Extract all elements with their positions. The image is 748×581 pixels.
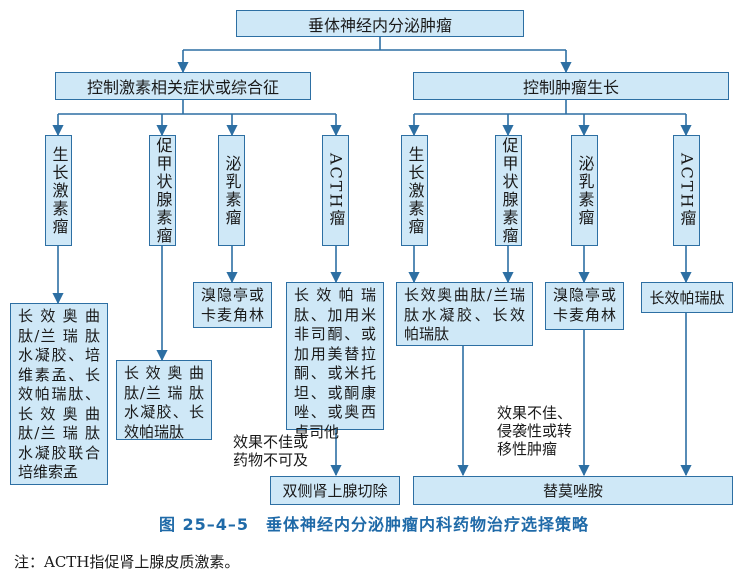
treatment-line: 肽水凝胶、长效 — [404, 305, 525, 324]
left-tumor-acth: ACTH瘤 — [322, 135, 349, 246]
treatment-line: 唑、或奥西 — [294, 403, 376, 421]
treatment-line: 溴隐亭或 — [553, 286, 616, 304]
outcome-temozolomide-label: 替莫唑胺 — [542, 482, 603, 500]
left-tumor-prl-label: 泌乳素瘤 — [222, 154, 242, 227]
condition-line: 移性肿瘤 — [497, 440, 558, 458]
treatment-right-gh-pth: 长效奥曲肽/兰瑞 肽水凝胶、长效 帕瑞肽 — [396, 282, 533, 346]
condition-left-label: 效果不佳或 药物不可及 — [233, 433, 333, 469]
treatment-right-acth-label: 长效帕瑞肽 — [649, 289, 725, 307]
treatment-line: 肽/兰 瑞 肽 — [18, 424, 100, 442]
treatment-line: 长 效 奥 曲 — [124, 364, 204, 382]
left-tumor-acth-label: ACTH瘤 — [326, 153, 346, 228]
condition-line: 效果不佳、 — [497, 404, 573, 422]
treatment-line: 水凝胶、长 — [124, 403, 204, 421]
root-label: 垂体神经内分泌肿瘤 — [307, 15, 452, 35]
left-tumor-gh: 生长激素瘤 — [45, 135, 72, 246]
condition-line: 效果不佳或 — [233, 433, 309, 451]
treatment-line: 长 效 奥 曲 — [18, 404, 100, 423]
treatment-line: 维素孟、长 — [18, 365, 100, 384]
right-tumor-prl-label: 泌乳素瘤 — [575, 154, 595, 227]
condition-line: 药物不可及 — [233, 451, 309, 469]
treatment-left-acth: 长 效 帕 瑞 肽、加用米 非司酮、或 加用美替拉 酮、或米托 坦、或酮康 唑、… — [286, 282, 384, 441]
treatment-right-prl: 溴隐亭或 卡麦角林 — [545, 282, 624, 330]
branch-symptom-control-label: 控制激素相关症状或综合征 — [86, 78, 279, 97]
left-tumor-pth: 促甲状腺素瘤 — [149, 135, 176, 246]
treatment-line: 长 效 奥 曲 — [18, 307, 100, 325]
treatment-line: 溴隐亭或 — [201, 286, 264, 304]
treatment-line: 非司酮、或 — [294, 325, 376, 343]
treatment-line: 肽/兰 瑞 肽 — [124, 383, 204, 402]
right-tumor-pth-label: 促甲状腺素瘤 — [499, 136, 519, 245]
right-tumor-acth-label: ACTH瘤 — [677, 153, 697, 228]
right-tumor-prl: 泌乳素瘤 — [571, 135, 598, 246]
footnote: 注：ACTH指促肾上腺皮质激素。 — [14, 553, 240, 571]
condition-line: 侵袭性或转 — [497, 422, 573, 440]
treatment-line: 加用美替拉 — [294, 344, 376, 363]
treatment-line: 卡麦角林 — [553, 305, 616, 324]
outcome-adrenalectomy-label: 双侧肾上腺切除 — [282, 482, 388, 500]
branch-symptom-control: 控制激素相关症状或综合征 — [55, 72, 311, 100]
treatment-left-prl: 溴隐亭或 卡麦角林 — [193, 282, 272, 328]
treatment-line: 培维索孟 — [18, 463, 79, 481]
treatment-line: 卓司他 — [294, 422, 340, 441]
right-tumor-gh: 生长激素瘤 — [401, 135, 428, 246]
left-tumor-prl: 泌乳素瘤 — [218, 135, 245, 246]
outcome-temozolomide: 替莫唑胺 — [413, 476, 733, 505]
right-tumor-pth: 促甲状腺素瘤 — [495, 135, 522, 246]
treatment-line: 水凝胶联合 — [18, 443, 100, 462]
treatment-line: 肽/兰 瑞 肽 — [18, 326, 100, 345]
outcome-adrenalectomy: 双侧肾上腺切除 — [270, 476, 400, 505]
treatment-left-pth: 长 效 奥 曲 肽/兰 瑞 肽 水凝胶、长 效帕瑞肽 — [116, 360, 212, 441]
treatment-line: 酮、或米托 — [294, 364, 376, 382]
right-tumor-acth: ACTH瘤 — [673, 135, 700, 246]
branch-tumor-growth-control-label: 控制肿瘤生长 — [522, 78, 619, 97]
figure-caption: 图 25–4–5 垂体神经内分泌肿瘤内科药物治疗选择策略 — [158, 515, 590, 534]
treatment-line: 帕瑞肽 — [404, 325, 450, 343]
left-tumor-pth-label: 促甲状腺素瘤 — [153, 136, 173, 245]
treatment-left-gh: 长 效 奥 曲 肽/兰 瑞 肽 水凝胶、培 维素孟、长 效帕瑞肽、 长 效 奥 … — [10, 303, 108, 485]
treatment-line: 坦、或酮康 — [294, 383, 376, 402]
treatment-line: 效帕瑞肽、 — [18, 385, 100, 403]
treatment-line: 长效奥曲肽/兰瑞 — [404, 286, 525, 304]
treatment-right-acth: 长效帕瑞肽 — [641, 282, 733, 313]
treatment-line: 效帕瑞肽 — [124, 422, 185, 441]
condition-right-label: 效果不佳、 侵袭性或转 移性肿瘤 — [497, 404, 587, 458]
treatment-line: 卡麦角林 — [201, 305, 264, 324]
left-tumor-gh-label: 生长激素瘤 — [49, 145, 69, 236]
branch-tumor-growth-control: 控制肿瘤生长 — [413, 72, 729, 100]
treatment-line: 肽、加用米 — [294, 305, 376, 324]
treatment-line: 长 效 帕 瑞 — [294, 286, 376, 304]
root-node: 垂体神经内分泌肿瘤 — [236, 10, 524, 37]
treatment-line: 水凝胶、培 — [18, 346, 100, 364]
right-tumor-gh-label: 生长激素瘤 — [405, 145, 425, 236]
